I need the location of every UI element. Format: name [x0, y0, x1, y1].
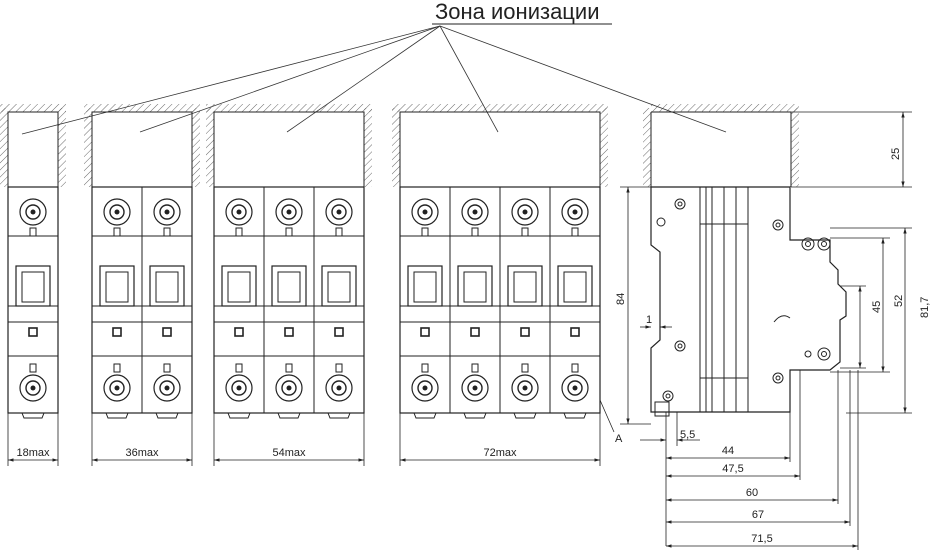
depth-label-6: 71,5 — [751, 533, 772, 545]
height-25-label: 25 — [890, 148, 902, 160]
depth-label-1: 5,5 — [680, 429, 695, 441]
toggle-handle — [15, 265, 51, 307]
terminal-screw-icon — [411, 374, 439, 402]
depth-dimension-lines: 5,5 44 47,560 67 71,5 — [666, 370, 859, 550]
side-view — [643, 104, 847, 417]
ionization-zones — [0, 104, 608, 187]
terminal-screw-icon — [153, 374, 181, 402]
toggle-handle — [221, 265, 257, 307]
breaker-group-4 — [399, 186, 601, 419]
terminal-screw-icon — [325, 198, 353, 226]
depth-label-4: 60 — [746, 487, 758, 499]
toggle-handle — [557, 265, 593, 307]
terminal-screw-icon — [511, 374, 539, 402]
offset-1-label: 1 — [646, 314, 652, 326]
side-dimensions — [620, 111, 912, 546]
toggle-handle — [321, 265, 357, 307]
terminal-screw-icon — [461, 198, 489, 226]
depth-label-5: 67 — [752, 509, 764, 521]
width-dimensions: 18max 36max 54max 72max — [7, 413, 601, 466]
terminal-screw-icon — [461, 374, 489, 402]
width-label-3: 54max — [272, 447, 306, 459]
height-52-label: 52 — [893, 295, 905, 307]
width-label-1: 18max — [16, 447, 50, 459]
breaker-modules — [7, 186, 601, 419]
marker-a-label: A — [615, 433, 623, 445]
breaker-group-1 — [7, 186, 59, 419]
terminal-screw-icon — [103, 198, 131, 226]
terminal-screw-icon — [153, 198, 181, 226]
terminal-screw-icon — [511, 198, 539, 226]
terminal-screw-icon — [411, 198, 439, 226]
terminal-screw-icon — [103, 374, 131, 402]
depth-label-3: 47,5 — [722, 463, 743, 475]
diagram-title: Зона ионизации — [435, 0, 599, 24]
depth-label-2: 44 — [722, 445, 734, 457]
terminal-screw-icon — [19, 198, 47, 226]
breaker-group-2 — [91, 186, 193, 419]
height-81-7-label: 81,7 — [919, 297, 931, 318]
terminal-screw-icon — [561, 198, 589, 226]
toggle-handle — [507, 265, 543, 307]
ionization-leaders — [21, 25, 727, 135]
toggle-handle — [407, 265, 443, 307]
terminal-screw-icon — [275, 374, 303, 402]
height-45-label: 45 — [871, 301, 883, 313]
width-label-2: 36max — [125, 447, 159, 459]
terminal-screw-icon — [19, 374, 47, 402]
terminal-screw-icon — [225, 198, 253, 226]
toggle-handle — [271, 265, 307, 307]
toggle-handle — [149, 265, 185, 307]
height-84-label: 84 — [615, 293, 627, 305]
toggle-handle — [99, 265, 135, 307]
breaker-group-3 — [213, 186, 365, 419]
width-label-4: 72max — [483, 447, 517, 459]
terminal-screw-icon — [275, 198, 303, 226]
terminal-screw-icon — [225, 374, 253, 402]
terminal-screw-icon — [325, 374, 353, 402]
terminal-screw-icon — [561, 374, 589, 402]
toggle-handle — [457, 265, 493, 307]
